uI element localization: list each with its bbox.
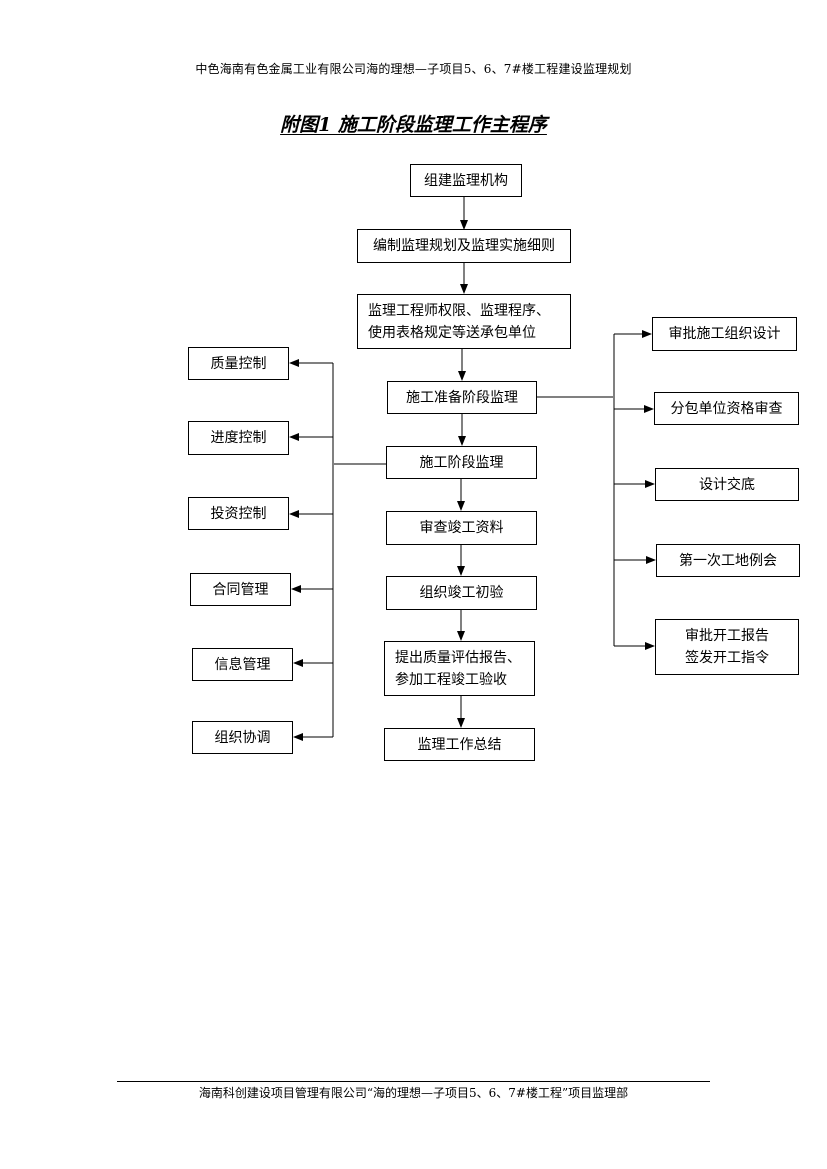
main-step-1: 组建监理机构 xyxy=(410,164,522,197)
right-item-3-label: 设计交底 xyxy=(699,476,755,493)
main-step-3: 监理工程师权限、监理程序、 使用表格规定等送承包单位 xyxy=(357,294,571,349)
left-item-2: 进度控制 xyxy=(188,421,289,455)
main-step-2-label: 编制监理规划及监理实施细则 xyxy=(373,238,555,254)
left-item-3-label: 投资控制 xyxy=(210,505,267,522)
left-item-3: 投资控制 xyxy=(188,497,289,530)
main-step-8-label: 提出质量评估报告、 参加工程竣工验收 xyxy=(395,649,521,688)
main-step-9-label: 监理工作总结 xyxy=(417,736,502,753)
main-step-8: 提出质量评估报告、 参加工程竣工验收 xyxy=(384,641,535,696)
main-step-5: 施工阶段监理 xyxy=(386,446,537,479)
right-item-5: 审批开工报告 签发开工指令 xyxy=(655,619,799,675)
main-step-9: 监理工作总结 xyxy=(384,728,535,761)
left-item-1-label: 质量控制 xyxy=(210,355,267,372)
left-item-6: 组织协调 xyxy=(192,721,293,754)
right-item-3: 设计交底 xyxy=(655,468,799,501)
right-item-5-label: 审批开工报告 签发开工指令 xyxy=(685,628,769,666)
main-step-1-label: 组建监理机构 xyxy=(424,172,508,189)
diagram-title-text: 附图1 施工阶段监理工作主程序 xyxy=(280,114,547,136)
right-item-1: 审批施工组织设计 xyxy=(652,317,797,351)
left-item-5: 信息管理 xyxy=(192,648,293,681)
main-step-2: 编制监理规划及监理实施细则 xyxy=(357,229,571,263)
right-item-2-label: 分包单位资格审查 xyxy=(670,400,783,417)
page-header: 中色海南有色金属工业有限公司海的理想—子项目5、6、7#楼工程建设监理规划 xyxy=(195,62,632,76)
main-step-6-label: 审查竣工资料 xyxy=(419,520,504,536)
right-item-1-label: 审批施工组织设计 xyxy=(668,326,781,342)
right-item-4: 第一次工地例会 xyxy=(656,544,800,577)
main-step-5-label: 施工阶段监理 xyxy=(419,454,504,471)
left-item-4-label: 合同管理 xyxy=(212,581,269,598)
left-item-5-label: 信息管理 xyxy=(214,656,271,673)
page-footer: 海南科创建设项目管理有限公司“海的理想—子项目5、6、7#楼工程”项目监理部 xyxy=(198,1086,629,1100)
left-item-1: 质量控制 xyxy=(188,347,289,380)
main-step-6: 审查竣工资料 xyxy=(386,511,537,545)
main-step-3-label: 监理工程师权限、监理程序、 使用表格规定等送承包单位 xyxy=(368,302,550,341)
main-step-7-label: 组织竣工初验 xyxy=(419,585,504,601)
footer-divider xyxy=(117,1081,710,1082)
main-step-4: 施工准备阶段监理 xyxy=(387,381,537,414)
diagram-title: 附图1 施工阶段监理工作主程序 xyxy=(0,110,827,137)
right-item-4-label: 第一次工地例会 xyxy=(679,552,777,569)
main-step-4-label: 施工准备阶段监理 xyxy=(406,389,518,406)
left-item-4: 合同管理 xyxy=(190,573,291,606)
left-item-6-label: 组织协调 xyxy=(214,729,271,746)
left-item-2-label: 进度控制 xyxy=(210,430,267,446)
right-item-2: 分包单位资格审查 xyxy=(654,392,799,425)
main-step-7: 组织竣工初验 xyxy=(386,576,537,610)
